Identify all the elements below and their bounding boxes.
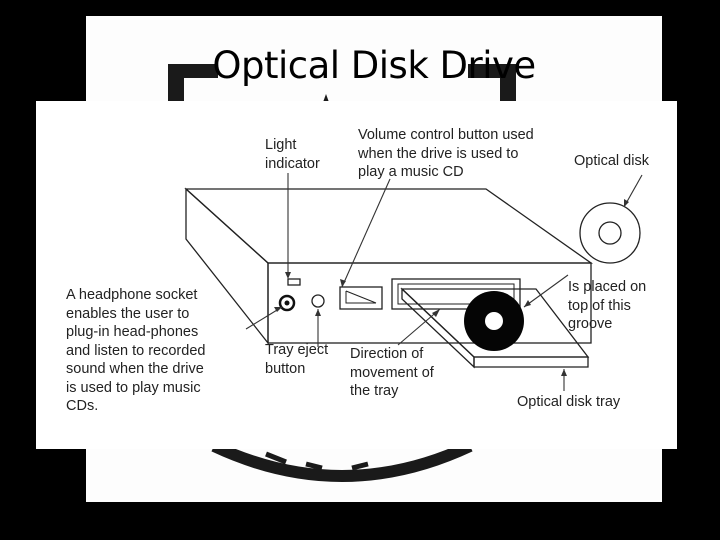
pointer-volume-control (341, 178, 391, 288)
pointer-direction (397, 308, 441, 346)
pointer-headphone-socket (245, 306, 283, 330)
label-optical-disk: Optical disk (574, 153, 649, 169)
label-headphone-socket: A headphone socket enables the user to p… (66, 287, 206, 414)
volume-control-button (339, 286, 383, 310)
drive-diagram (184, 173, 643, 391)
optical-disk (579, 202, 641, 264)
label-direction-of-movement: Direction of movement of the tray (350, 346, 434, 399)
label-light-indicator: Light indicator (265, 137, 320, 172)
label-volume-control: Volume control button used when the driv… (358, 127, 534, 180)
slide-title: Optical Disk Drive (212, 44, 536, 87)
pointer-groove (523, 274, 569, 308)
drive-top-face (184, 188, 594, 264)
tray-eject-button (311, 294, 325, 308)
diagram-card (36, 101, 677, 449)
label-placed-on-groove: Is placed on top of this groove (568, 279, 647, 332)
light-indicator (287, 278, 301, 286)
label-tray-eject: Tray eject button (265, 342, 329, 377)
tray-slot (391, 278, 521, 310)
label-optical-disk-tray: Optical disk tray (517, 394, 621, 410)
drive-front-panel (267, 262, 592, 344)
